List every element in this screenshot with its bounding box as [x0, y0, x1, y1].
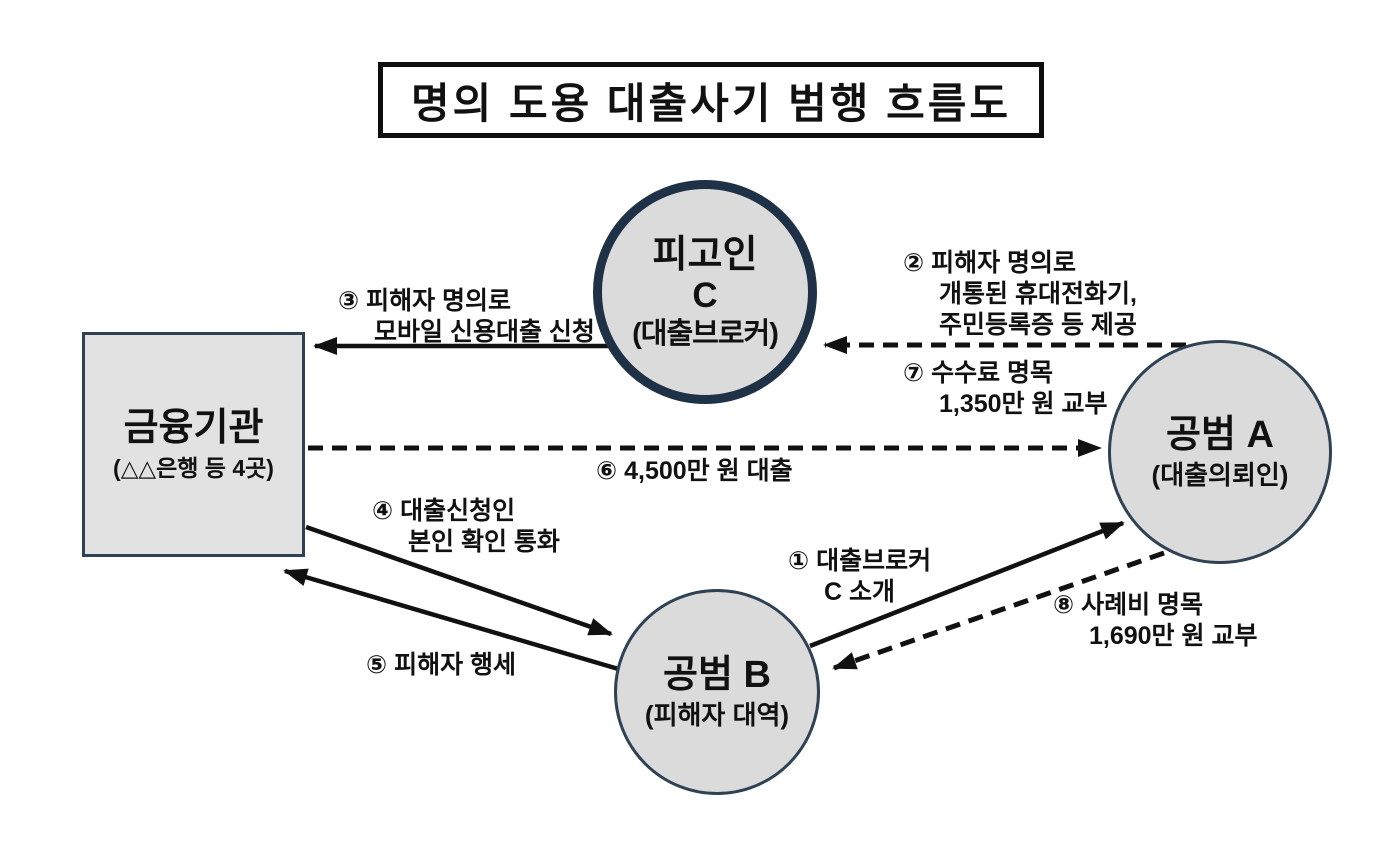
label-step7-line2: 1,350만 원 교부 — [939, 390, 1108, 418]
label-step2: ② 피해자 명의로 개통된 휴대전화기, 주민등록증 등 제공 — [903, 248, 1137, 341]
node-defendant-c: 피고인 C (대출브로커) — [593, 180, 817, 404]
label-step8-line2: 1,690만 원 교부 — [1089, 622, 1258, 650]
accomplice-a-name: 공범 A — [1166, 414, 1274, 457]
label-step4-line2: 본인 확인 통화 — [408, 528, 560, 556]
arrow-step8-reward-payment — [832, 550, 1165, 671]
accomplice-b-role: (피해자 대역) — [644, 699, 790, 730]
label-step2-line3: 주민등록증 등 제공 — [939, 311, 1137, 339]
label-step1-line2: C 소개 — [824, 578, 896, 606]
accomplice-a-role: (대출의뢰인) — [1151, 459, 1289, 490]
label-step4: ④ 대출신청인 본인 확인 통화 — [372, 496, 560, 558]
accomplice-b-name: 공범 B — [663, 654, 771, 697]
title-box: 명의 도용 대출사기 범행 흐름도 — [378, 62, 1044, 138]
label-step6: ⑥ 4,500만 원 대출 — [596, 456, 793, 487]
label-step7-line1: ⑦ 수수료 명목 — [903, 359, 1054, 387]
arrow-step4-verification-call — [305, 524, 613, 637]
defendant-c-name-line2: C — [692, 276, 718, 316]
label-step3-line2: 모바일 신용대출 신청 — [374, 318, 595, 346]
node-financial-institution: 금융기관 (△△은행 등 4곳) — [82, 332, 305, 557]
label-step3: ③ 피해자 명의로 모바일 신용대출 신청 — [338, 286, 595, 348]
label-step1-line1: ① 대출브로커 — [788, 547, 932, 575]
label-step8: ⑧ 사례비 명목 1,690만 원 교부 — [1053, 590, 1257, 652]
label-step1: ① 대출브로커 C 소개 — [788, 546, 931, 608]
label-step8-line1: ⑧ 사례비 명목 — [1053, 591, 1204, 619]
label-step4-line1: ④ 대출신청인 — [372, 497, 516, 525]
label-step5-line1: ⑤ 피해자 행세 — [366, 651, 517, 679]
diagram-title: 명의 도용 대출사기 범행 흐름도 — [411, 79, 1011, 127]
label-step2-line1: ② 피해자 명의로 — [903, 249, 1077, 277]
label-step5: ⑤ 피해자 행세 — [366, 650, 516, 681]
label-step2-line2: 개통된 휴대전화기, — [939, 280, 1137, 308]
financial-institution-detail: (△△은행 등 4곳) — [113, 454, 274, 481]
node-accomplice-a: 공범 A (대출의뢰인) — [1108, 340, 1332, 564]
arrow-step5-impersonation — [283, 568, 633, 676]
node-accomplice-b: 공범 B (피해자 대역) — [614, 589, 820, 795]
financial-institution-name: 금융기관 — [123, 407, 264, 450]
defendant-c-name-line1: 피고인 — [652, 233, 758, 276]
label-step7: ⑦ 수수료 명목 1,350만 원 교부 — [903, 358, 1107, 420]
defendant-c-role: (대출브로커) — [632, 317, 779, 350]
label-step3-line1: ③ 피해자 명의로 — [338, 287, 512, 315]
label-step6-line1: ⑥ 4,500만 원 대출 — [596, 457, 793, 485]
arrow-step1-broker-introduction — [809, 520, 1125, 649]
